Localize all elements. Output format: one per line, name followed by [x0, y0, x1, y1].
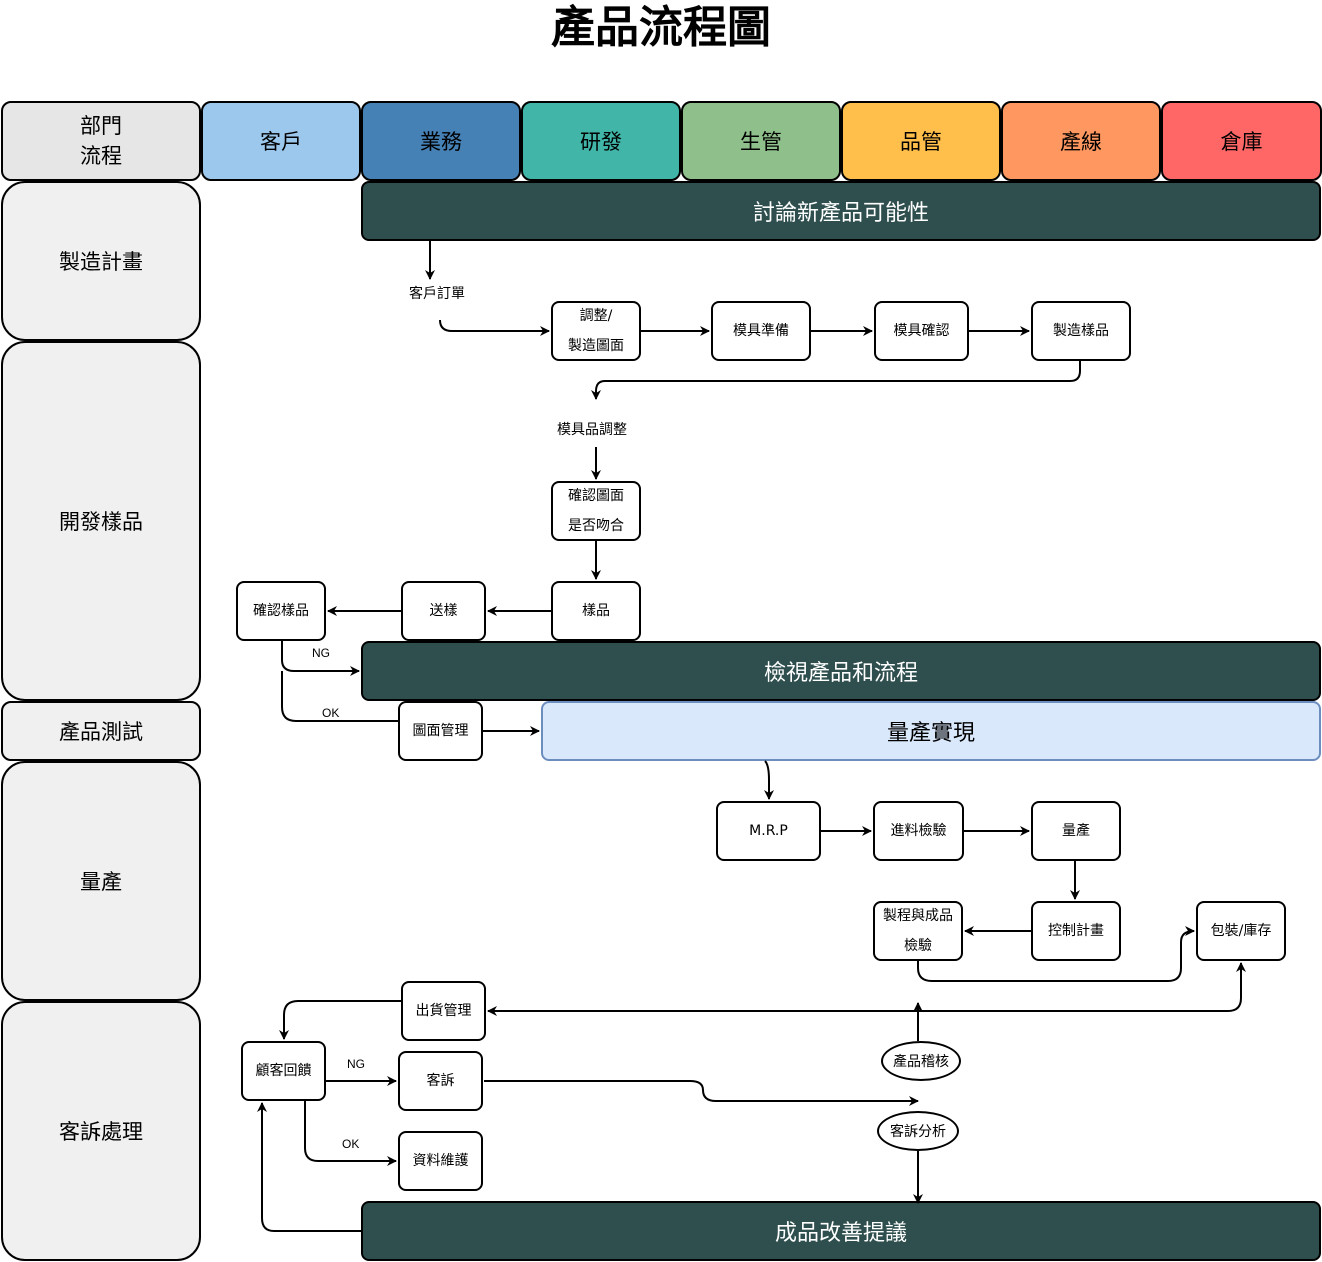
edge-confirm-ng-to-review	[281, 641, 360, 676]
edge-to-pack-bottom	[918, 962, 1246, 1012]
node-confirm-sample[interactable]: 確認樣品	[236, 581, 326, 641]
edge-complaint-to-analysis	[484, 1080, 919, 1106]
band-discuss-new-product[interactable]: 討論新產品可能性	[361, 181, 1321, 241]
edge-process-to-pack	[917, 926, 1195, 982]
node-confirm-drawing-line1: 確認圖面	[568, 488, 624, 504]
node-complaint-analysis[interactable]: 客訴分析	[877, 1111, 959, 1151]
node-mass-production[interactable]: 量產	[1031, 801, 1121, 861]
node-incoming-inspection[interactable]: 進料檢驗	[873, 801, 964, 861]
node-product-audit[interactable]: 產品稽核	[881, 1041, 961, 1081]
node-process-inspection-line1: 製程與成品	[883, 908, 953, 924]
node-complaint[interactable]: 客訴	[398, 1051, 483, 1111]
node-data-maintenance[interactable]: 資料維護	[398, 1131, 483, 1191]
node-mrp[interactable]: M.R.P	[716, 801, 821, 861]
band-review-product-process[interactable]: 檢視產品和流程	[361, 641, 1321, 701]
edge-feedback-ok-to-data	[304, 1101, 397, 1166]
node-process-inspection-line2: 檢驗	[904, 938, 932, 954]
header-corner-line2: 流程	[80, 144, 122, 168]
edge-label-ng-feedback: NG	[347, 1057, 365, 1071]
node-drawing-management[interactable]: 圖面管理	[398, 701, 483, 761]
edge-label-ok-sample: OK	[322, 706, 340, 720]
node-confirm-drawing[interactable]: 確認圖面 是否吻合	[551, 481, 641, 541]
department-header-4: 品管	[841, 101, 1001, 181]
node-make-sample[interactable]: 製造樣品	[1031, 301, 1131, 361]
department-header-0: 客戶	[201, 101, 361, 181]
edge-makesample-to-moldadjust	[591, 361, 1081, 400]
lane-product-testing: 產品測試	[1, 701, 201, 761]
band-mass-production-realization[interactable]: 量產實現	[541, 701, 1321, 761]
edge-confirm-ok-to-drawingmgmt	[281, 671, 398, 722]
node-mold-confirmation[interactable]: 模具確認	[874, 301, 969, 361]
node-adjust-drawing-line2: 製造圖面	[568, 338, 624, 354]
node-adjust-drawing-line1: 調整/	[579, 308, 613, 324]
lane-complaint-handling: 客訴處理	[1, 1001, 201, 1261]
edge-ship-to-feedback	[279, 1000, 401, 1040]
department-header-6: 倉庫	[1161, 101, 1322, 181]
edge-order-to-adjust	[439, 319, 550, 336]
page-title: 產品流程圖	[551, 2, 771, 53]
node-process-inspection[interactable]: 製程與成品 檢驗	[873, 901, 963, 961]
department-header-3: 生管	[681, 101, 841, 181]
node-confirm-drawing-line2: 是否吻合	[568, 518, 624, 534]
department-header-1: 業務	[361, 101, 521, 181]
node-mold-adjustment[interactable]: 模具品調整	[557, 422, 627, 438]
node-packaging-inventory[interactable]: 包裝/庫存	[1196, 901, 1286, 961]
node-sample[interactable]: 樣品	[551, 581, 641, 641]
node-customer-order[interactable]: 客戶訂單	[409, 286, 465, 302]
band-improvement-proposal[interactable]: 成品改善提議	[361, 1201, 1321, 1261]
department-header-2: 研發	[521, 101, 681, 181]
edge-label-ok-feedback: OK	[342, 1137, 360, 1151]
department-header-5: 產線	[1001, 101, 1161, 181]
edge-label-ng-sample: NG	[312, 646, 330, 660]
node-mold-preparation[interactable]: 模具準備	[711, 301, 811, 361]
node-adjust-drawing[interactable]: 調整/ 製造圖面	[551, 301, 641, 361]
lane-manufacturing-plan: 製造計畫	[1, 181, 201, 341]
node-control-plan[interactable]: 控制計畫	[1031, 901, 1121, 961]
edge-improve-to-feedback	[257, 1102, 361, 1232]
node-send-sample[interactable]: 送樣	[401, 581, 486, 641]
node-shipping-management[interactable]: 出貨管理	[401, 981, 486, 1041]
lane-sample-development: 開發樣品	[1, 341, 201, 701]
node-customer-feedback[interactable]: 顧客回饋	[241, 1041, 326, 1101]
header-corner: 部門 流程	[1, 101, 201, 181]
lane-mass-production: 量產	[1, 761, 201, 1001]
header-corner-line1: 部門	[80, 114, 122, 138]
edge-mass-to-mrp	[764, 760, 774, 800]
